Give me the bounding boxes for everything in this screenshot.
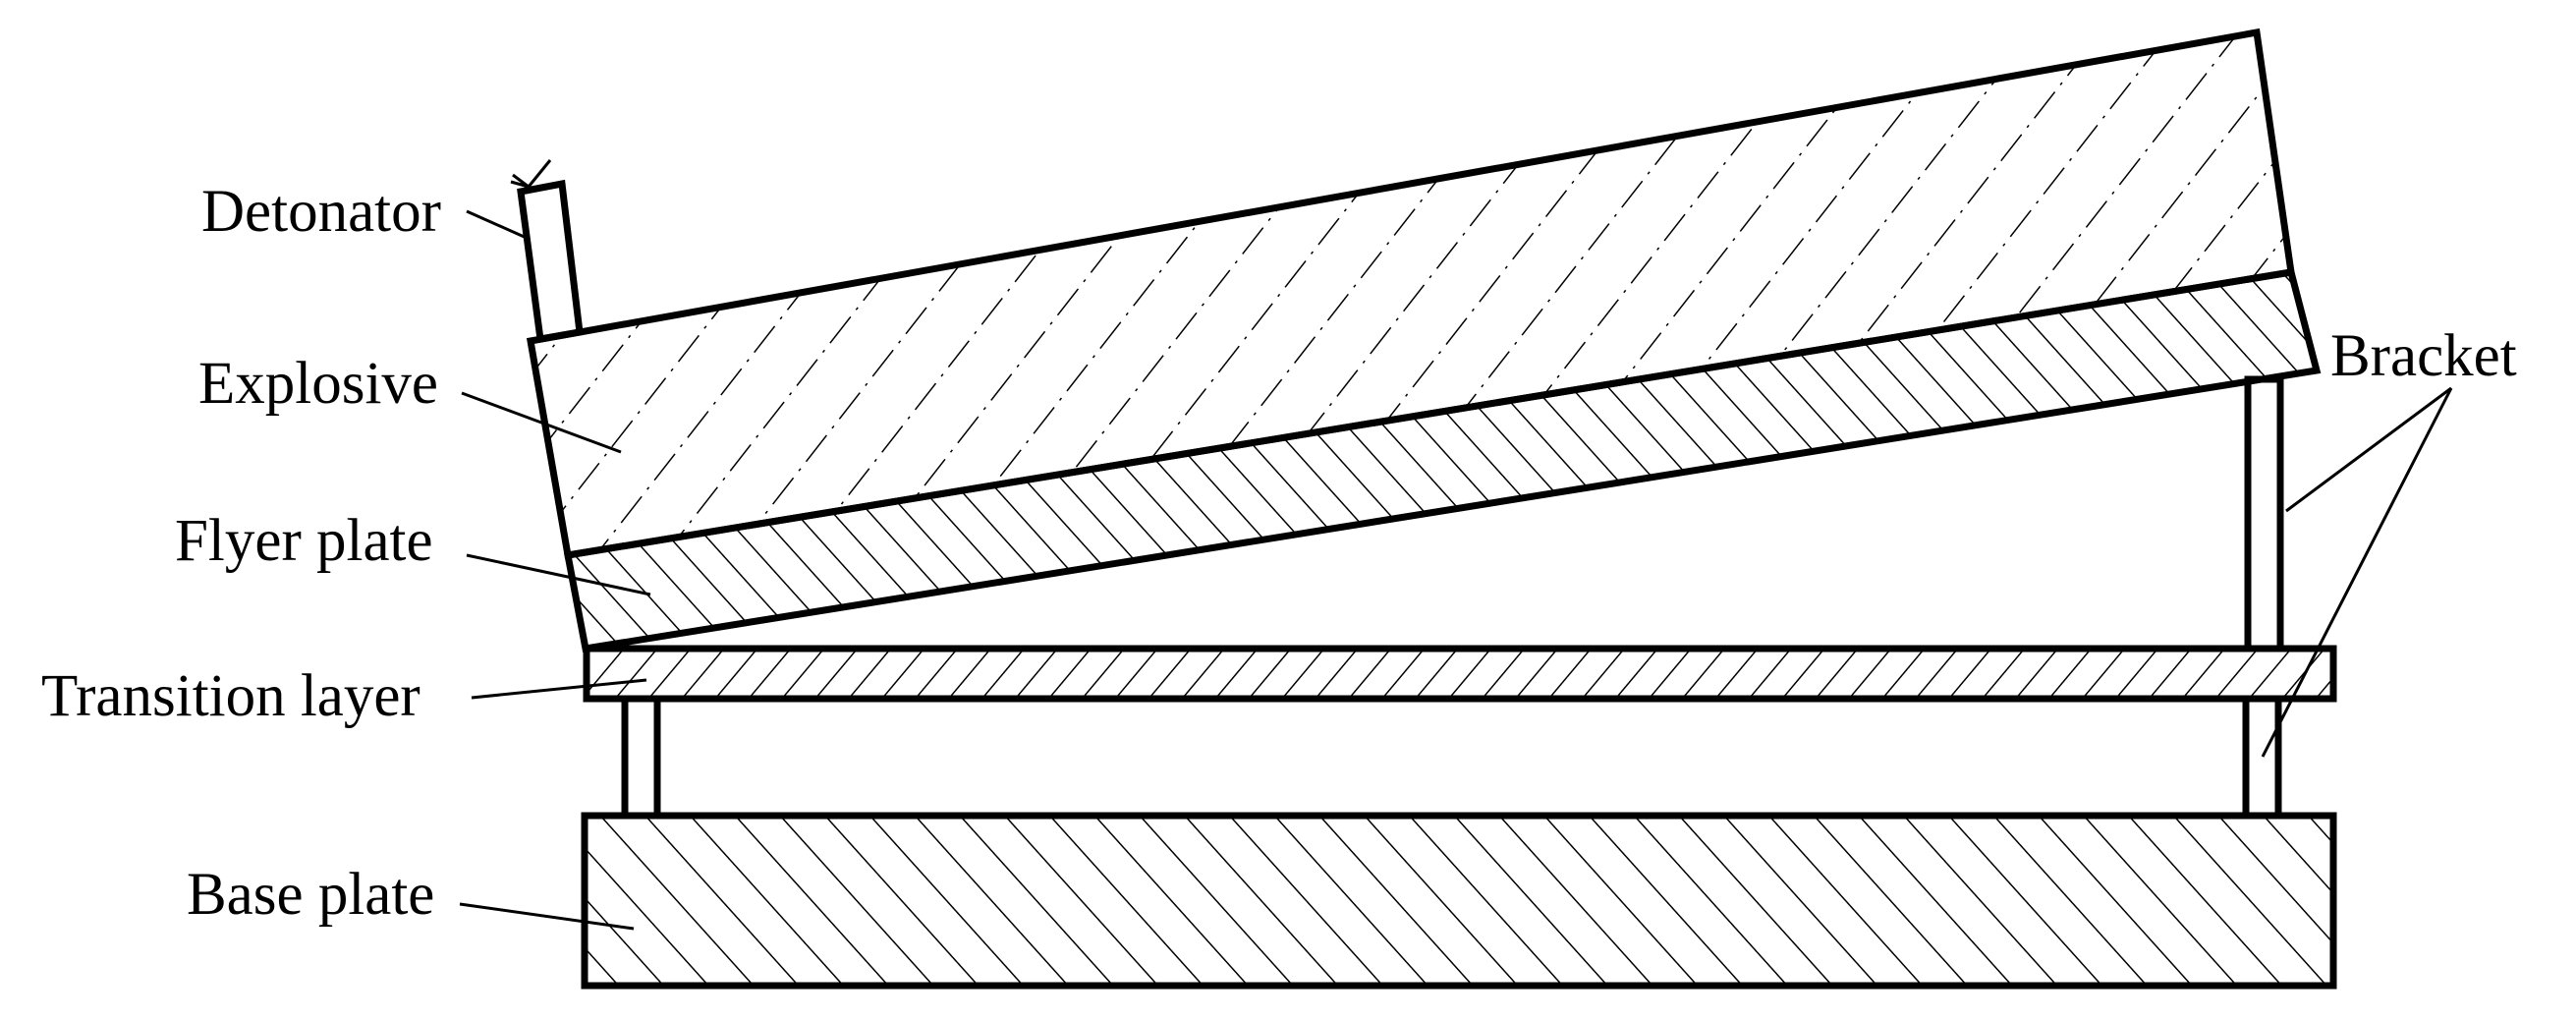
explosive (526, 28, 2295, 560)
base-plate (581, 812, 2337, 990)
flyer-plate-leader (466, 553, 651, 596)
label-base-plate: Base plate (187, 862, 434, 928)
transition-layer-leader (471, 678, 647, 700)
label-bracket: Bracket (2330, 323, 2517, 389)
lower-bracket-left (621, 695, 661, 820)
label-explosive: Explosive (198, 351, 438, 417)
detonator-leader (466, 209, 530, 241)
label-flyer-plate: Flyer plate (175, 508, 433, 574)
label-detonator: Detonator (201, 179, 441, 245)
lower-bracket-right (2242, 695, 2282, 820)
base-plate-leader (459, 902, 635, 931)
detonator (510, 159, 584, 344)
bracket-leader-lower (2261, 387, 2453, 758)
explosive-leader (461, 391, 622, 454)
leader-lines (459, 209, 2453, 931)
transition-layer (583, 645, 2337, 703)
bracket-leader-upper (2285, 386, 2452, 513)
label-transition-layer: Transition layer (41, 663, 420, 729)
upper-bracket-right (2244, 375, 2284, 652)
